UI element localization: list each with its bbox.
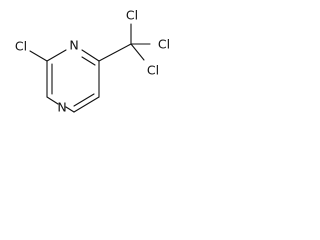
bond-c2-n3 bbox=[46, 49, 67, 62]
bond-c4-ccl3 bbox=[98, 43, 132, 62]
bond-n3-c4-double bbox=[81, 56, 96, 66]
chlorine-label-ring: Cl bbox=[15, 39, 27, 54]
chlorine-label-bottom: Cl bbox=[147, 63, 159, 78]
pyrimidine-structure-diagram: Cl N N Cl Cl Cl bbox=[15, 8, 170, 115]
bond-n1-c2-link bbox=[46, 96, 59, 105]
chlorine-label-right: Cl bbox=[158, 37, 170, 52]
nitrogen-label-top: N bbox=[69, 38, 78, 53]
bond-c5-c6-double bbox=[73, 93, 95, 107]
bond-c5-c6 bbox=[73, 96, 100, 113]
chlorine-label-top: Cl bbox=[126, 8, 138, 23]
bond-c-cl-bottom bbox=[130, 43, 145, 61]
bond-n3-c4 bbox=[81, 49, 100, 62]
nitrogen-label-bottom: N bbox=[57, 100, 66, 115]
bond-c2-cl bbox=[29, 50, 48, 62]
bond-c6-n1 bbox=[65, 106, 75, 113]
